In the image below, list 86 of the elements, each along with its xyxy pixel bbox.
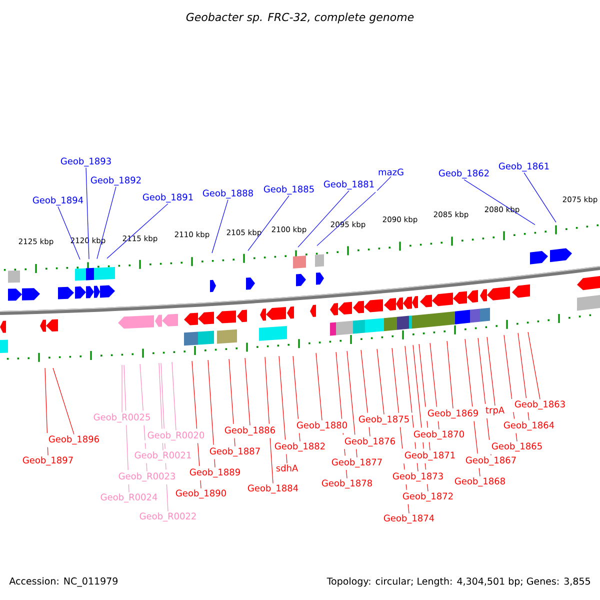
gene-label: Geob_1894 [32,196,84,206]
gene-label: Geob_1886 [224,426,275,436]
leader-line [292,356,300,442]
leader-line [504,334,518,442]
gene-label: Geob_1872 [402,492,453,502]
gene-label: Geob_1875 [358,416,409,424]
leader-line [172,362,176,431]
accession-text: Accession: NC_011979 [9,577,118,587]
leader-line [316,352,322,421]
leader-line [228,358,236,447]
leader-line [96,186,116,260]
leader-line [528,332,540,400]
leader-line [346,350,358,458]
leader-line [298,190,350,248]
gene-label: Geob_1878 [322,480,372,488]
gene-label: Geob_1887 [210,448,260,456]
leader-line [446,340,454,409]
title: Geobacter sp. FRC-32, complete genome [186,12,414,24]
gene-label: Geob_1877 [332,458,382,468]
leader-line [464,338,480,477]
gene-label: Geob_1892 [90,176,141,186]
gene-label: Geob_1868 [454,478,505,486]
gene-label: Geob_R0020 [148,432,204,440]
leader-line [464,179,536,226]
leader-line [44,368,48,456]
leader-line [160,362,168,512]
leader-line [430,342,440,430]
gene-label: Geob_R0024 [100,494,158,502]
gene-label: Geob_1869 [428,410,478,418]
gene-label: Geob_1876 [344,438,395,446]
leader-line [418,344,430,451]
leader-line [336,352,348,479]
gene-label: Geob_1889 [190,468,240,478]
gene-label: Geob_1871 [404,452,455,460]
gene-label: Geob_1861 [498,162,549,172]
leader-line [106,203,168,259]
gene-label: Geob_1893 [60,158,111,166]
gene-label: Geob_1897 [22,456,73,466]
gene-label: Geob_1867 [466,456,516,466]
gene-label: Geob_1881 [324,180,374,190]
leader-line [412,344,428,492]
gene-label: Geob_R0025 [94,414,150,422]
leader-line [140,364,148,472]
gene-label: Geob_R0021 [134,452,191,460]
leader-line [316,176,392,246]
leader-line [478,338,492,456]
gene-label: Geob_1864 [504,422,554,430]
leader-line [124,364,130,493]
gene-label: Geob_1882 [274,442,325,452]
gene-label: Geob_1891 [142,194,193,202]
leader-line [376,348,384,415]
gene-label: Geob_1896 [48,436,99,444]
leader-line [524,172,556,223]
leader-line [486,336,496,406]
leader-line [264,356,274,484]
gene-label: Geob_1874 [384,514,434,524]
leader-line [212,199,228,254]
genome-info-text: Topology: circular; Length: 4,304,501 bp; Genes: 3,855 [326,577,590,587]
gene-label: Geob_1880 [296,422,347,430]
leader-line [158,362,164,451]
gene-label: Geob_1863 [514,400,565,410]
leader-line [392,348,410,514]
leader-line [360,350,370,437]
gene-label: sdhA [276,464,298,472]
leader-line [248,195,290,251]
gene-label: Geob_R0022 [140,512,196,522]
gene-label: Geob_1862 [438,170,489,178]
leader-line [244,358,250,426]
gene-label: Geob_1870 [414,430,464,440]
leader-line [52,368,74,435]
leader-line [518,332,530,421]
leader-line [192,360,202,489]
gene-label: Geob_1890 [176,490,226,498]
gene-label: Geob_1865 [492,442,542,452]
leader-line [86,167,90,260]
gene-label: Geob_1873 [392,472,443,482]
gene-label: Geob_1884 [248,484,298,494]
leader-line [278,356,288,464]
gene-label: Geob_1885 [264,186,314,194]
leader-line [58,206,80,260]
gene-label: Geob_1888 [202,190,253,198]
gene-label: Geob_R0023 [118,472,175,482]
leader-line [404,346,418,472]
gene-label: mazG [378,168,404,176]
leader-line [208,360,216,468]
gene-label: trpA [486,406,504,416]
